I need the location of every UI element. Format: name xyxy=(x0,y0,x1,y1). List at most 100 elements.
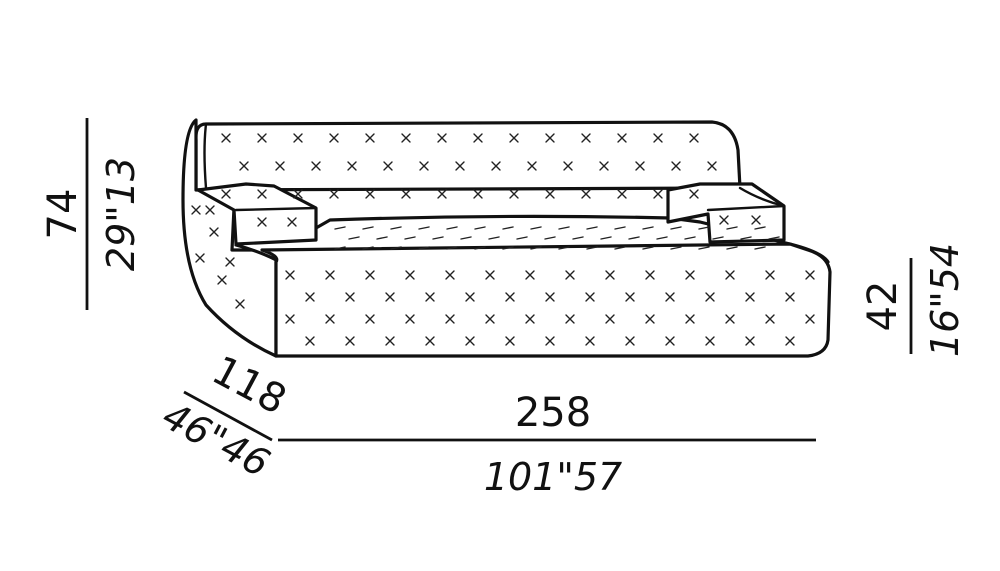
width-cm-label: 258 xyxy=(515,390,591,436)
fabric-x-mark xyxy=(685,314,695,324)
fabric-x-mark xyxy=(565,270,575,280)
fabric-x-mark xyxy=(385,336,395,346)
fabric-x-mark xyxy=(329,189,339,199)
fabric-x-mark xyxy=(473,189,483,199)
fabric-x-mark xyxy=(605,314,615,324)
fabric-x-mark xyxy=(293,189,303,199)
fabric-x-mark xyxy=(437,133,447,143)
depth-dimension: 118 46"46 xyxy=(155,347,293,485)
fabric-dash-mark xyxy=(684,236,696,240)
fabric-dash-mark xyxy=(334,246,346,250)
fabric-x-mark xyxy=(581,133,591,143)
fabric-x-mark xyxy=(491,161,501,171)
fabric-x-mark xyxy=(485,270,495,280)
fabric-x-mark xyxy=(545,336,555,346)
fabric-x-mark xyxy=(365,133,375,143)
fabric-dash-mark xyxy=(362,246,374,250)
fabric-dash-mark xyxy=(586,226,598,230)
fabric-x-mark xyxy=(485,314,495,324)
fabric-x-mark xyxy=(617,133,627,143)
seat-height-dimension: 42 16"54 xyxy=(860,243,967,357)
fabric-x-mark xyxy=(221,133,231,143)
fabric-x-mark xyxy=(685,270,695,280)
fabric-x-mark xyxy=(707,161,717,171)
fabric-x-mark xyxy=(745,292,755,302)
fabric-dash-mark xyxy=(432,236,444,240)
fabric-x-mark xyxy=(285,270,295,280)
fabric-x-mark xyxy=(785,292,795,302)
fabric-x-mark xyxy=(257,189,267,199)
fabric-dash-mark xyxy=(726,246,738,250)
sofa-right-armrest-front xyxy=(706,204,786,212)
fabric-x-mark xyxy=(745,336,755,346)
fabric-x-mark xyxy=(689,133,699,143)
fabric-x-mark xyxy=(329,133,339,143)
fabric-dash-mark xyxy=(572,236,584,240)
fabric-x-mark xyxy=(221,189,231,199)
fabric-dash-mark xyxy=(754,246,766,250)
fabric-dash-mark xyxy=(488,236,500,240)
fabric-dash-mark xyxy=(614,226,626,230)
fabric-x-mark xyxy=(625,292,635,302)
fabric-dash-mark xyxy=(698,226,710,230)
fabric-x-mark xyxy=(525,314,535,324)
fabric-dash-mark xyxy=(754,226,766,230)
fabric-dash-mark xyxy=(726,226,738,230)
fabric-x-mark xyxy=(785,336,795,346)
fabric-x-mark xyxy=(293,133,303,143)
fabric-x-mark xyxy=(239,161,249,171)
fabric-x-mark xyxy=(217,275,227,285)
fabric-x-mark xyxy=(765,270,775,280)
fabric-x-mark xyxy=(325,314,335,324)
fabric-dash-mark xyxy=(418,226,430,230)
fabric-x-mark xyxy=(305,292,315,302)
fabric-x-mark xyxy=(225,257,235,267)
fabric-x-mark xyxy=(465,292,475,302)
seat-height-inches-label: 16"54 xyxy=(923,243,967,357)
fabric-dash-mark xyxy=(474,226,486,230)
fabric-x-mark xyxy=(473,133,483,143)
seat-height-cm-label: 42 xyxy=(860,281,906,332)
fabric-x-mark xyxy=(725,270,735,280)
depth-dimension-line xyxy=(183,390,273,442)
fabric-x-mark xyxy=(401,133,411,143)
sofa-backrest-inner-edge xyxy=(203,122,208,190)
fabric-dash-mark xyxy=(446,246,458,250)
fabric-dash-mark xyxy=(628,236,640,240)
fabric-x-mark xyxy=(545,189,555,199)
fabric-x-mark xyxy=(751,215,761,225)
fabric-x-mark xyxy=(525,270,535,280)
fabric-x-mark xyxy=(425,336,435,346)
fabric-x-mark xyxy=(625,336,635,346)
fabric-x-mark xyxy=(235,299,245,309)
fabric-dash-mark xyxy=(530,226,542,230)
sofa xyxy=(181,118,832,358)
fabric-x-mark xyxy=(383,161,393,171)
sofa-left-armrest xyxy=(196,182,318,246)
fabric-dash-mark xyxy=(418,246,430,250)
fabric-x-mark xyxy=(365,189,375,199)
fabric-x-mark xyxy=(689,189,699,199)
fabric-x-mark xyxy=(257,217,267,227)
fabric-x-mark xyxy=(645,270,655,280)
height-dimension: 74 29"13 xyxy=(40,118,143,310)
width-dimension: 258 101"57 xyxy=(278,390,816,499)
fabric-x-mark xyxy=(345,336,355,346)
fabric-x-mark xyxy=(617,189,627,199)
height-cm-label: 74 xyxy=(40,189,86,240)
fabric-x-mark xyxy=(805,314,815,324)
fabric-dash-mark xyxy=(600,236,612,240)
fabric-x-mark xyxy=(465,336,475,346)
sofa-right-side-edge xyxy=(738,186,786,208)
depth-cm-label: 118 xyxy=(205,347,294,423)
fabric-x-mark xyxy=(505,336,515,346)
fabric-dash-mark xyxy=(390,246,402,250)
fabric-dash-mark xyxy=(362,226,374,230)
fabric-x-mark xyxy=(653,189,663,199)
sofa-left-arm xyxy=(181,118,278,358)
fabric-x-mark xyxy=(311,161,321,171)
fabric-dash-mark xyxy=(334,226,346,230)
fabric-x-mark xyxy=(445,314,455,324)
fabric-dash-mark xyxy=(502,226,514,230)
fabric-x-mark xyxy=(209,227,219,237)
